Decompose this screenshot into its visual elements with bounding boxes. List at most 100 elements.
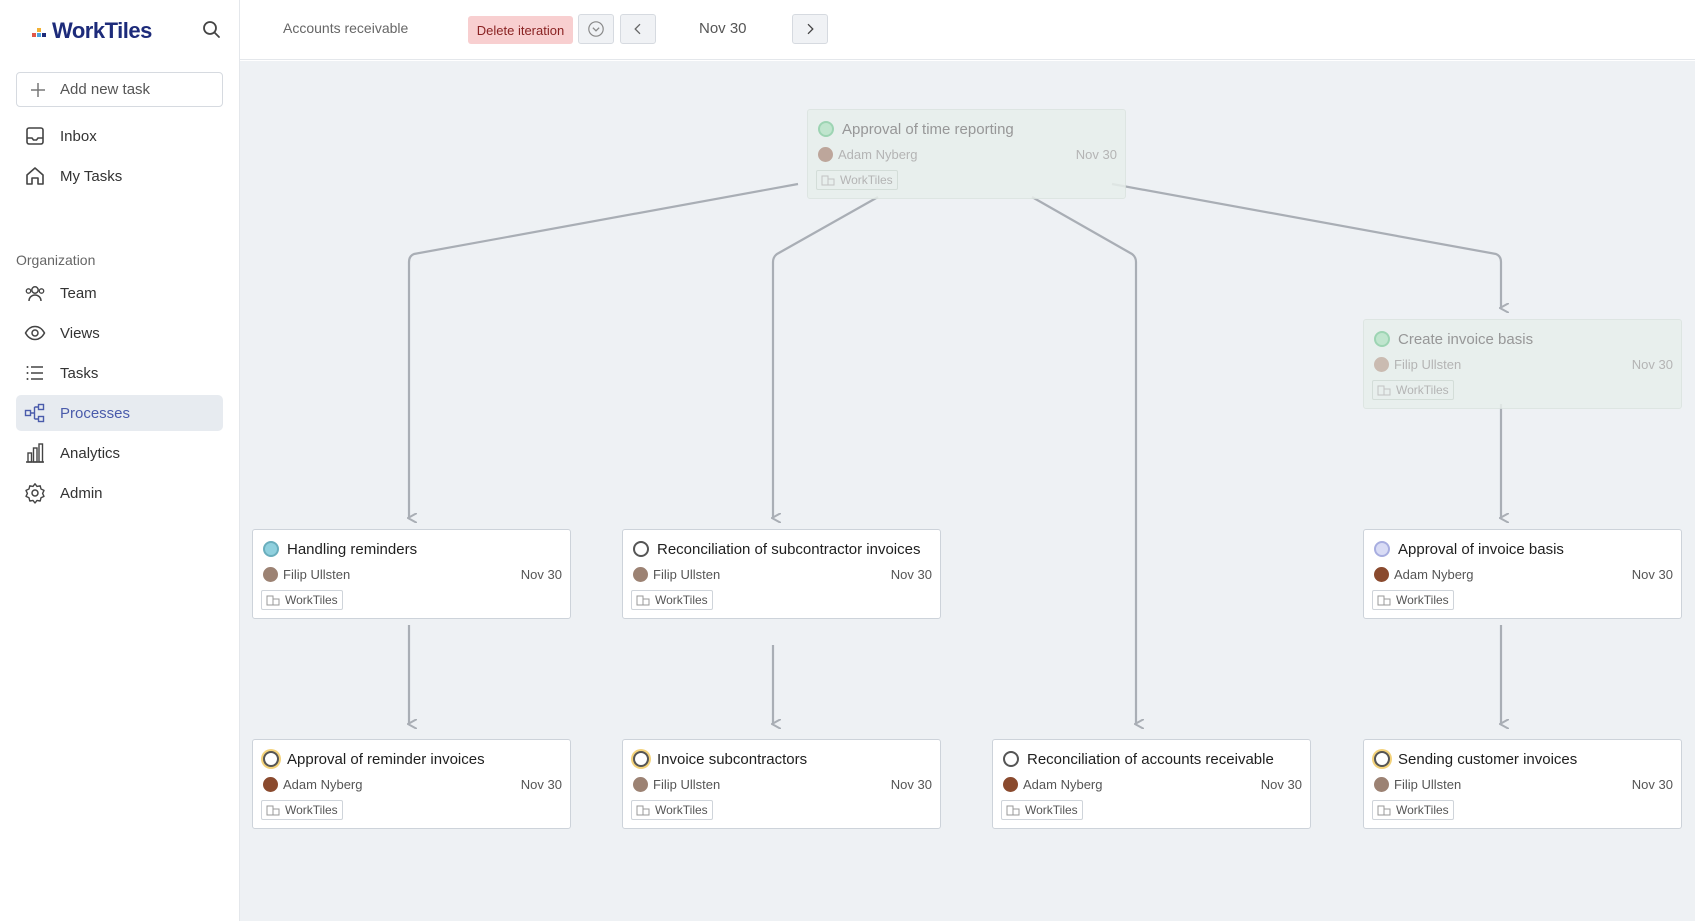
tag-label: WorkTiles (1025, 803, 1078, 817)
tag-label: WorkTiles (655, 803, 708, 817)
sidebar-item-my-tasks[interactable]: My Tasks (16, 158, 223, 194)
sidebar: WorkTiles Add new task Inbox My Tasks Or… (0, 0, 240, 921)
process-task-card[interactable]: Invoice subcontractors Filip Ullsten Nov … (622, 739, 941, 829)
iteration-date: Nov 30 (699, 20, 747, 37)
sidebar-item-label: Views (60, 324, 100, 342)
due-date: Nov 30 (1260, 777, 1302, 792)
project-tag[interactable]: WorkTiles (261, 590, 343, 610)
due-date: Nov 30 (890, 567, 932, 582)
tag-label: WorkTiles (655, 593, 708, 607)
sidebar-item-processes[interactable]: Processes (16, 395, 223, 431)
assignee-name: Filip Ullsten (653, 777, 721, 792)
next-iteration-button[interactable] (792, 14, 828, 44)
chevron-right-icon (807, 23, 814, 35)
project-tag[interactable]: WorkTiles (631, 800, 713, 820)
tag-label: WorkTiles (285, 593, 338, 607)
building-icon (1377, 805, 1391, 816)
due-date: Nov 30 (1631, 567, 1673, 582)
avatar (633, 777, 648, 792)
eye-icon (24, 325, 46, 341)
sidebar-item-label: Analytics (60, 444, 121, 462)
building-icon (1006, 805, 1020, 816)
avatar (818, 147, 833, 162)
add-new-task-button[interactable]: Add new task (16, 72, 223, 107)
sidebar-item-analytics[interactable]: Analytics (16, 435, 223, 471)
iteration-menu-button[interactable] (578, 14, 614, 44)
sidebar-item-team[interactable]: Team (16, 275, 223, 311)
project-tag[interactable]: WorkTiles (631, 590, 713, 610)
sidebar-item-admin[interactable]: Admin (16, 475, 223, 511)
process-task-card[interactable]: Approval of reminder invoices Adam Nyber… (252, 739, 571, 829)
project-tag[interactable]: WorkTiles (1372, 380, 1454, 400)
building-icon (1377, 595, 1391, 606)
tag-label: WorkTiles (285, 803, 338, 817)
organization-section-label: Organization (16, 252, 96, 268)
status-indicator[interactable] (633, 541, 649, 557)
breadcrumb[interactable]: Accounts receivable (283, 20, 409, 36)
sidebar-item-inbox[interactable]: Inbox (16, 118, 223, 154)
task-title: Handling reminders (287, 541, 418, 558)
assignee-name: Adam Nyberg (1394, 567, 1474, 582)
project-tag[interactable]: WorkTiles (1001, 800, 1083, 820)
previous-iteration-button[interactable] (620, 14, 656, 44)
process-task-card[interactable]: Handling reminders Filip Ullsten Nov 30 W… (252, 529, 571, 619)
avatar (633, 567, 648, 582)
avatar (1374, 777, 1389, 792)
add-new-task-label: Add new task (60, 81, 151, 98)
project-tag[interactable]: WorkTiles (261, 800, 343, 820)
sidebar-item-tasks[interactable]: Tasks (16, 355, 223, 391)
sidebar-item-label: Tasks (60, 364, 99, 382)
project-tag[interactable]: WorkTiles (1372, 590, 1454, 610)
plus-icon (31, 82, 45, 97)
building-icon (1377, 385, 1391, 396)
tag-label: WorkTiles (1396, 803, 1449, 817)
task-title: Reconciliation of accounts receivable (1027, 751, 1274, 768)
status-indicator[interactable] (1374, 541, 1390, 557)
status-indicator[interactable] (263, 751, 279, 767)
avatar (1374, 567, 1389, 582)
project-tag[interactable]: WorkTiles (816, 170, 898, 190)
status-indicator[interactable] (1374, 751, 1390, 767)
sidebar-item-label: Admin (60, 484, 103, 502)
due-date: Nov 30 (890, 777, 932, 792)
top-bar: Accounts receivable Delete iteration Nov… (240, 0, 1695, 60)
gear-icon (25, 483, 45, 504)
status-indicator[interactable] (818, 121, 834, 137)
status-indicator[interactable] (1374, 331, 1390, 347)
building-icon (636, 595, 650, 606)
app-name: WorkTiles (52, 18, 152, 43)
tag-label: WorkTiles (840, 173, 893, 187)
due-date: Nov 30 (1631, 357, 1673, 372)
project-tag[interactable]: WorkTiles (1372, 800, 1454, 820)
assignee-name: Adam Nyberg (838, 147, 918, 162)
process-task-card[interactable]: Reconciliation of subcontractor invoices… (622, 529, 941, 619)
status-indicator[interactable] (263, 541, 279, 557)
sidebar-item-label: Team (60, 284, 97, 302)
due-date: Nov 30 (1075, 147, 1117, 162)
assignee-name: Filip Ullsten (1394, 777, 1462, 792)
sidebar-item-label: Processes (60, 404, 131, 422)
sidebar-item-views[interactable]: Views (16, 315, 223, 351)
inbox-icon (26, 127, 44, 145)
task-title: Invoice subcontractors (657, 751, 808, 768)
chevron-left-icon (634, 23, 641, 35)
tag-label: WorkTiles (1396, 593, 1449, 607)
app-logo[interactable]: WorkTiles (32, 18, 152, 44)
status-indicator[interactable] (633, 751, 649, 767)
list-icon (26, 366, 43, 380)
home-icon (26, 167, 44, 185)
processes-icon (24, 403, 45, 423)
delete-iteration-button[interactable]: Delete iteration (468, 16, 573, 44)
due-date: Nov 30 (1631, 777, 1673, 792)
sidebar-item-label: My Tasks (60, 167, 123, 185)
search-icon[interactable] (200, 18, 224, 42)
bar-chart-icon (26, 443, 44, 463)
due-date: Nov 30 (520, 567, 562, 582)
process-task-card[interactable]: Reconciliation of accounts receivable Ad… (992, 739, 1311, 829)
assignee-name: Filip Ullsten (283, 567, 351, 582)
status-indicator[interactable] (1003, 751, 1019, 767)
